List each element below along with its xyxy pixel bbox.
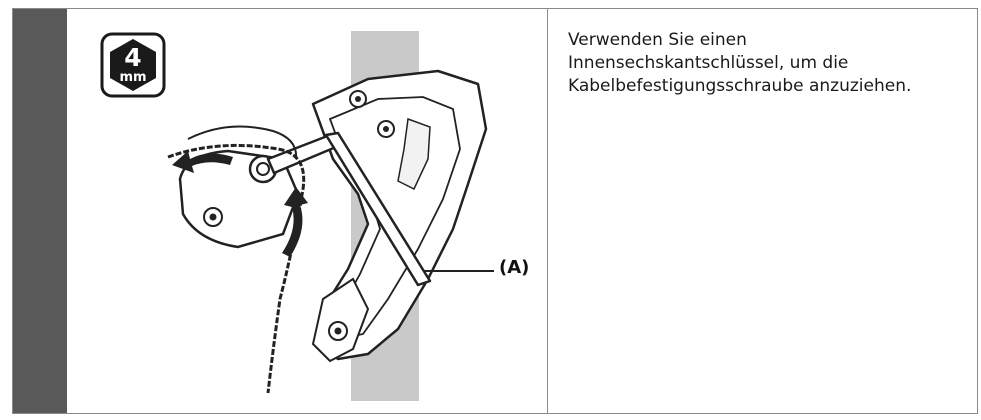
column-divider: [547, 9, 548, 413]
bolt-bottom-core: [334, 327, 342, 335]
instruction-text: Verwenden Sie einen Innensechskantschlüs…: [568, 30, 912, 96]
badge-shape: [100, 32, 166, 98]
derailleur-illustration: 4 mm (A): [68, 9, 547, 413]
bolt-top-left-core: [355, 96, 361, 102]
tool-size-unit: mm: [119, 70, 147, 85]
bolt-top-right-core: [383, 126, 389, 132]
tool-size-value: 4: [124, 43, 142, 72]
derailleur-lower-arm: [311, 277, 370, 363]
step-sidebar-bar: [13, 9, 67, 413]
derailleur-inner-slot: [397, 117, 431, 191]
rotate-arrow-up-icon: [282, 187, 308, 257]
hex-tool-badge-icon: 4 mm: [100, 32, 166, 98]
hex-key-long-arm: [324, 131, 432, 287]
shift-cable-loop: [187, 125, 298, 160]
shift-cable: [167, 143, 306, 394]
derailleur-drawing: [167, 31, 494, 401]
cable-fixing-bolt-head: [256, 162, 270, 176]
hex-key-icon: [266, 133, 338, 175]
rotate-arrow-icon: [172, 151, 233, 173]
instruction-panel: 4 mm (A) Verwenden Sie einen Innensechsk…: [12, 8, 978, 414]
drum-bolt-core: [209, 213, 217, 221]
callout-label-a: (A): [499, 257, 530, 278]
